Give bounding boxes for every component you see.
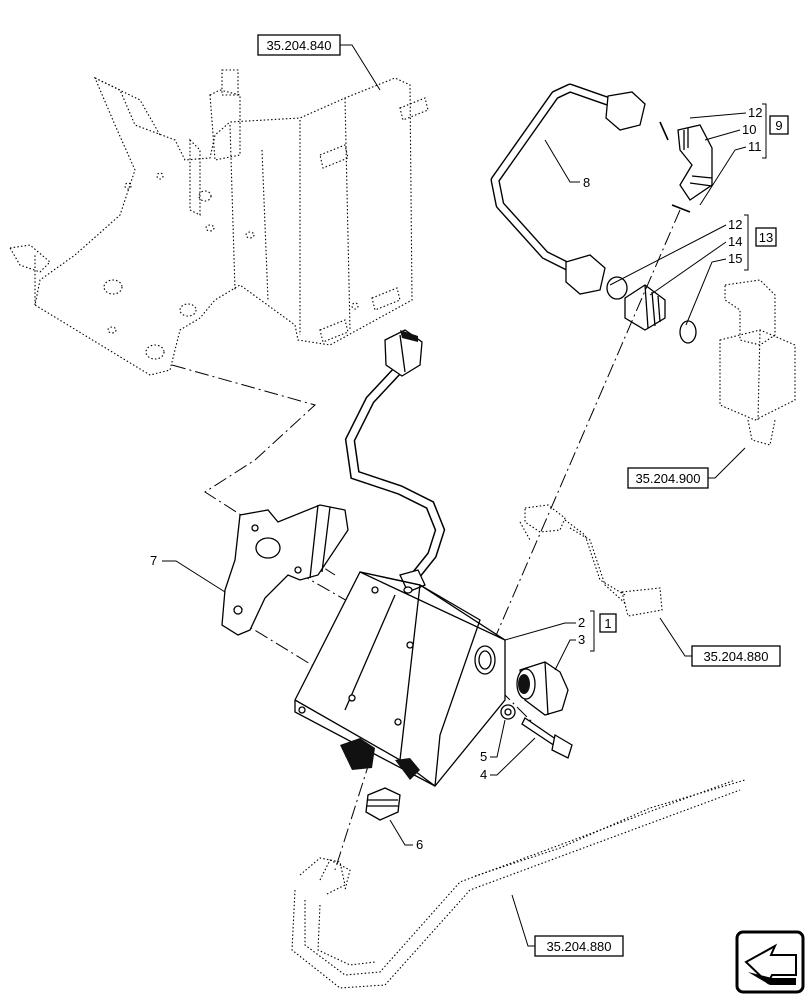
mounting-bracket-assembly [9, 69, 429, 376]
mounting-plate-7: 7 [150, 504, 349, 636]
lower-hydraulic-lines [291, 779, 746, 989]
callout-12a: 12 [748, 105, 762, 120]
sensor-line-dotted [519, 504, 663, 617]
group-13: 13 [759, 230, 773, 245]
hydraulic-tube-8 [490, 83, 646, 295]
callout-group-valve: 2 3 1 5 4 [480, 610, 617, 782]
next-page-arrow-icon[interactable] [735, 930, 805, 994]
reference-label-1: 35.204.840 [266, 38, 331, 53]
callout-11: 11 [748, 139, 762, 154]
fitting-6: 6 [365, 787, 423, 852]
sensor-cable [344, 329, 446, 593]
callout-3: 3 [578, 632, 585, 647]
reference-box-4[interactable]: 35.204.880 [534, 935, 624, 957]
callout-4: 4 [480, 767, 487, 782]
callout-5: 5 [480, 749, 487, 764]
callout-10: 10 [742, 122, 756, 137]
group-1: 1 [604, 616, 611, 631]
callout-14: 14 [728, 234, 742, 249]
callout-8: 8 [583, 175, 590, 190]
reference-box-3[interactable]: 35.204.880 [691, 645, 781, 667]
pressure-switch-housing [719, 279, 796, 446]
bolt-4-and-washer-5 [500, 704, 573, 759]
reference-box-2[interactable]: 35.204.900 [627, 467, 709, 489]
callout-2: 2 [578, 615, 585, 630]
reference-label-2: 35.204.900 [635, 471, 700, 486]
plug-3 [516, 661, 569, 716]
reference-label-3: 35.204.880 [703, 649, 768, 664]
callout-7: 7 [150, 553, 157, 568]
callout-12b: 12 [728, 217, 742, 232]
reference-label-4: 35.204.880 [546, 939, 611, 954]
reference-box-1[interactable]: 35.204.840 [257, 34, 341, 56]
callout-15: 15 [728, 251, 742, 266]
adapter-fitting-14 [606, 276, 697, 344]
group-9: 9 [775, 118, 782, 133]
callout-group-top-right: 12 10 11 9 12 14 15 13 8 [544, 103, 789, 326]
callout-6: 6 [416, 837, 423, 852]
elbow-fitting-10 [659, 121, 713, 213]
valve-block [294, 571, 506, 787]
